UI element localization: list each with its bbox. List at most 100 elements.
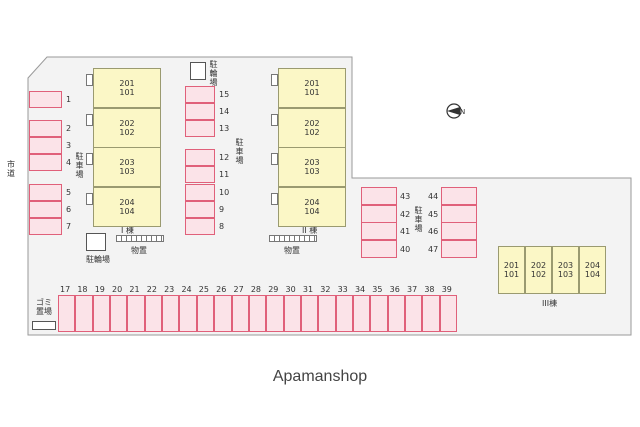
parking-stall-number: 13 [219,124,230,133]
parking-stall-number: 18 [77,285,88,294]
parking-stall-number: 15 [219,90,230,99]
storage-label-1: 物置 [131,246,147,255]
parking-stall-number: 34 [354,285,366,294]
unit-lower-number: 102 [530,270,547,279]
parking-stall [248,295,267,332]
parking-stall-number: 14 [219,107,230,116]
parking-stall [361,240,397,258]
parking-stall [283,295,301,332]
parking-stall [318,295,336,332]
parking-stall [361,187,397,205]
parking-stall-number: 37 [407,285,418,294]
stair [271,74,278,86]
parking-stall [439,295,458,332]
unit-upper-number: 203 [557,261,574,270]
parking-stall [185,149,215,166]
parking-stall [231,295,249,332]
storage-rack-1 [116,235,164,242]
unit-upper-number: 201 [119,79,135,88]
parking-stall-number: 32 [320,285,331,294]
parking-stall-number: 21 [129,285,140,294]
parking-stall-number: 4 [66,158,72,167]
unit-lower-number: 102 [119,127,135,137]
parking-stall [441,222,477,240]
parking-stall-number: 17 [60,285,71,294]
parking-stall-number: 31 [302,285,314,294]
bike-parking-label-top: 駐輪場 [209,60,218,87]
unit-upper-number: 204 [584,261,601,270]
parking-stall [422,295,440,332]
parking-stall-number: 10 [219,188,230,197]
parking-stall [185,184,215,201]
parking-stall-number: 38 [424,285,435,294]
parking-stall [162,295,180,332]
unit-upper-number: 203 [119,158,135,167]
parking-stall [92,295,111,332]
parking-stall [405,295,423,332]
parking-stall [185,201,215,218]
storage-rack-2 [269,235,317,242]
parking-stall-number: 44 [428,192,439,201]
parking-stall-number: 7 [66,222,72,231]
building-3-label: III棟 [542,299,558,308]
parking-stall-number: 3 [66,141,72,150]
parking-stall [185,120,215,137]
parking-stall-number: 2 [66,124,72,133]
parking-stall [75,295,93,332]
parking-label-right: 駐車場 [414,206,423,233]
parking-stall [196,295,215,332]
parking-stall [110,295,128,332]
parking-stall-number: 9 [219,205,225,214]
parking-stall [29,91,62,108]
garbage-area [32,321,56,330]
parking-stall [300,295,319,332]
parking-stall [58,295,76,332]
stair [271,192,278,205]
parking-stall [361,205,397,223]
parking-stall [335,295,353,332]
building-2-label: II 棟 [302,226,318,235]
parking-stall-number: 5 [66,188,72,197]
parking-stall [387,295,406,332]
storage-label-2: 物置 [284,246,300,255]
road-label: 市道 [7,160,15,178]
parking-stall [214,295,232,332]
parking-stall [185,218,215,235]
stair [86,153,93,165]
parking-stall-number: 47 [428,245,439,254]
parking-stall-number: 42 [400,210,411,219]
unit-lower-number: 103 [557,270,574,279]
parking-stall-number: 19 [94,285,105,294]
parking-label-left: 駐車場 [75,152,84,179]
parking-stall-number: 29 [268,285,279,294]
unit-lower-number: 104 [304,206,320,216]
parking-stall [185,103,215,120]
parking-stall [441,205,477,223]
parking-stall [29,218,62,235]
parking-stall-number: 46 [428,227,439,236]
parking-stall [185,166,215,183]
unit-lower-number: 104 [119,206,135,216]
parking-stall-number: 41 [400,227,411,236]
parking-stall-number: 6 [66,205,72,214]
parking-stall-number: 20 [112,285,123,294]
parking-stall-number: 40 [400,245,411,254]
unit-upper-number: 201 [503,261,520,270]
bike-shed-bottom [86,233,106,251]
parking-stall-number: 39 [441,285,452,294]
compass-icon [446,103,462,119]
unit-upper-number: 202 [530,261,547,270]
parking-stall-number: 33 [337,285,348,294]
unit-lower-number: 104 [584,270,601,279]
parking-stall-number: 24 [181,285,192,294]
